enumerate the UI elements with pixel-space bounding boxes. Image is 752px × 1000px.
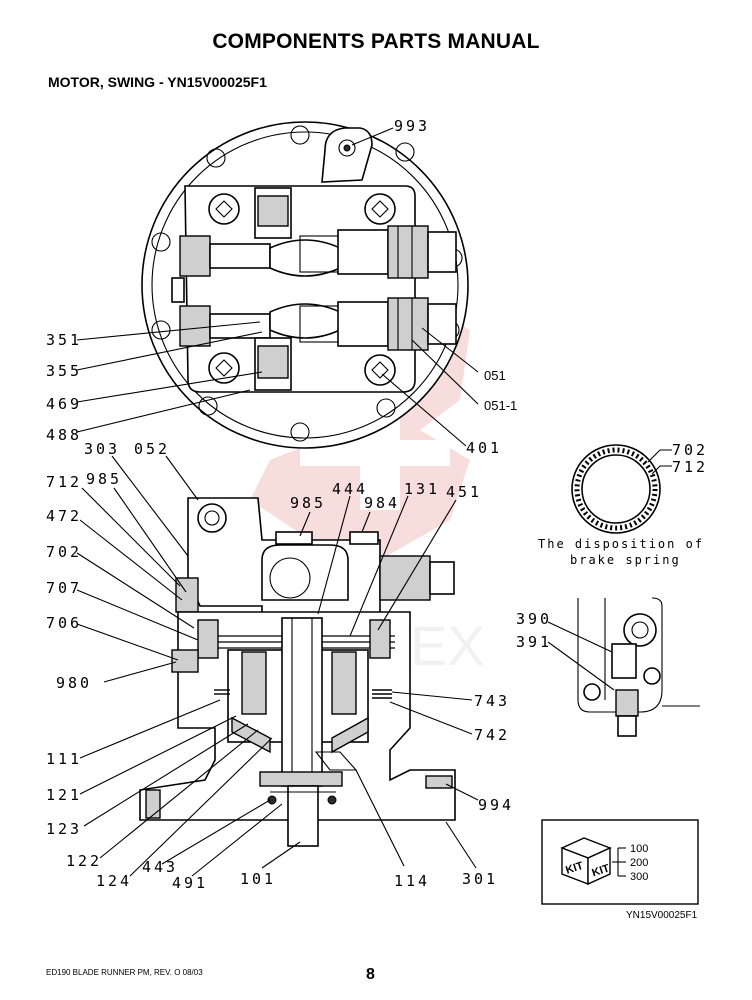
page-number: 8 [366, 966, 375, 983]
spring-caption-line2: brake spring [570, 553, 681, 567]
callout-051-1: 051-1 [484, 398, 517, 413]
callout-472: 472 [46, 507, 82, 525]
callout-111: 111 [46, 750, 82, 768]
callout-401: 401 [466, 439, 502, 457]
drawing-reference: YN15V00025F1 [626, 910, 698, 921]
section-view [139, 497, 456, 847]
callout-469: 469 [46, 395, 82, 413]
callout-702-b: 702 [672, 441, 708, 459]
kit-box: KIT KIT 100 200 300 [541, 819, 699, 905]
callout-122: 122 [66, 852, 102, 870]
callout-985-b: 985 [290, 494, 326, 512]
brake-spring-detail [571, 444, 661, 534]
callout-488: 488 [46, 426, 82, 444]
callout-131: 131 [404, 480, 440, 498]
callout-712: 712 [46, 473, 82, 491]
footer-document-id: ED190 BLADE RUNNER PM, REV. O 08/03 [46, 968, 203, 977]
callout-052: 052 [134, 440, 170, 458]
callout-443: 443 [142, 858, 178, 876]
top-view [141, 121, 469, 449]
callout-355: 355 [46, 362, 82, 380]
svg-text:EX: EX [410, 614, 485, 677]
kit-number-100: 100 [630, 843, 648, 855]
leader-lines [76, 127, 672, 877]
callout-712-b: 712 [672, 458, 708, 476]
callout-706: 706 [46, 614, 82, 632]
callout-labels: 993 351 355 469 488 051 051-1 401 303 05… [46, 117, 708, 892]
kit-label-left: KIT [564, 860, 585, 877]
callout-123: 123 [46, 820, 82, 838]
callout-742: 742 [474, 726, 510, 744]
callout-121: 121 [46, 786, 82, 804]
page-subtitle: MOTOR, SWING - YN15V00025F1 [48, 74, 267, 90]
spring-caption-line1: The disposition of [538, 537, 704, 551]
callout-707: 707 [46, 579, 82, 597]
port-detail [577, 597, 700, 737]
callout-051: 051 [484, 368, 506, 383]
kit-number-200: 200 [630, 857, 648, 869]
callout-303: 303 [84, 440, 120, 458]
callout-451: 451 [446, 483, 482, 501]
kit-box-icon: KIT KIT [560, 837, 612, 886]
callout-101: 101 [240, 870, 276, 888]
callout-124: 124 [96, 872, 132, 890]
kit-label-right: KIT [591, 862, 612, 879]
callout-444: 444 [332, 480, 368, 498]
callout-702: 702 [46, 543, 82, 561]
callout-301: 301 [462, 870, 498, 888]
callout-985: 985 [86, 470, 122, 488]
callout-993: 993 [394, 117, 430, 135]
callout-984: 984 [364, 494, 400, 512]
page-title: COMPONENTS PARTS MANUAL [212, 30, 540, 53]
callout-980: 980 [56, 674, 92, 692]
callout-390: 390 [516, 610, 552, 628]
callout-994: 994 [478, 796, 514, 814]
callout-114: 114 [394, 872, 430, 890]
callout-491: 491 [172, 874, 208, 892]
callout-351: 351 [46, 331, 82, 349]
callout-743: 743 [474, 692, 510, 710]
kit-number-300: 300 [630, 871, 648, 883]
callout-391: 391 [516, 633, 552, 651]
